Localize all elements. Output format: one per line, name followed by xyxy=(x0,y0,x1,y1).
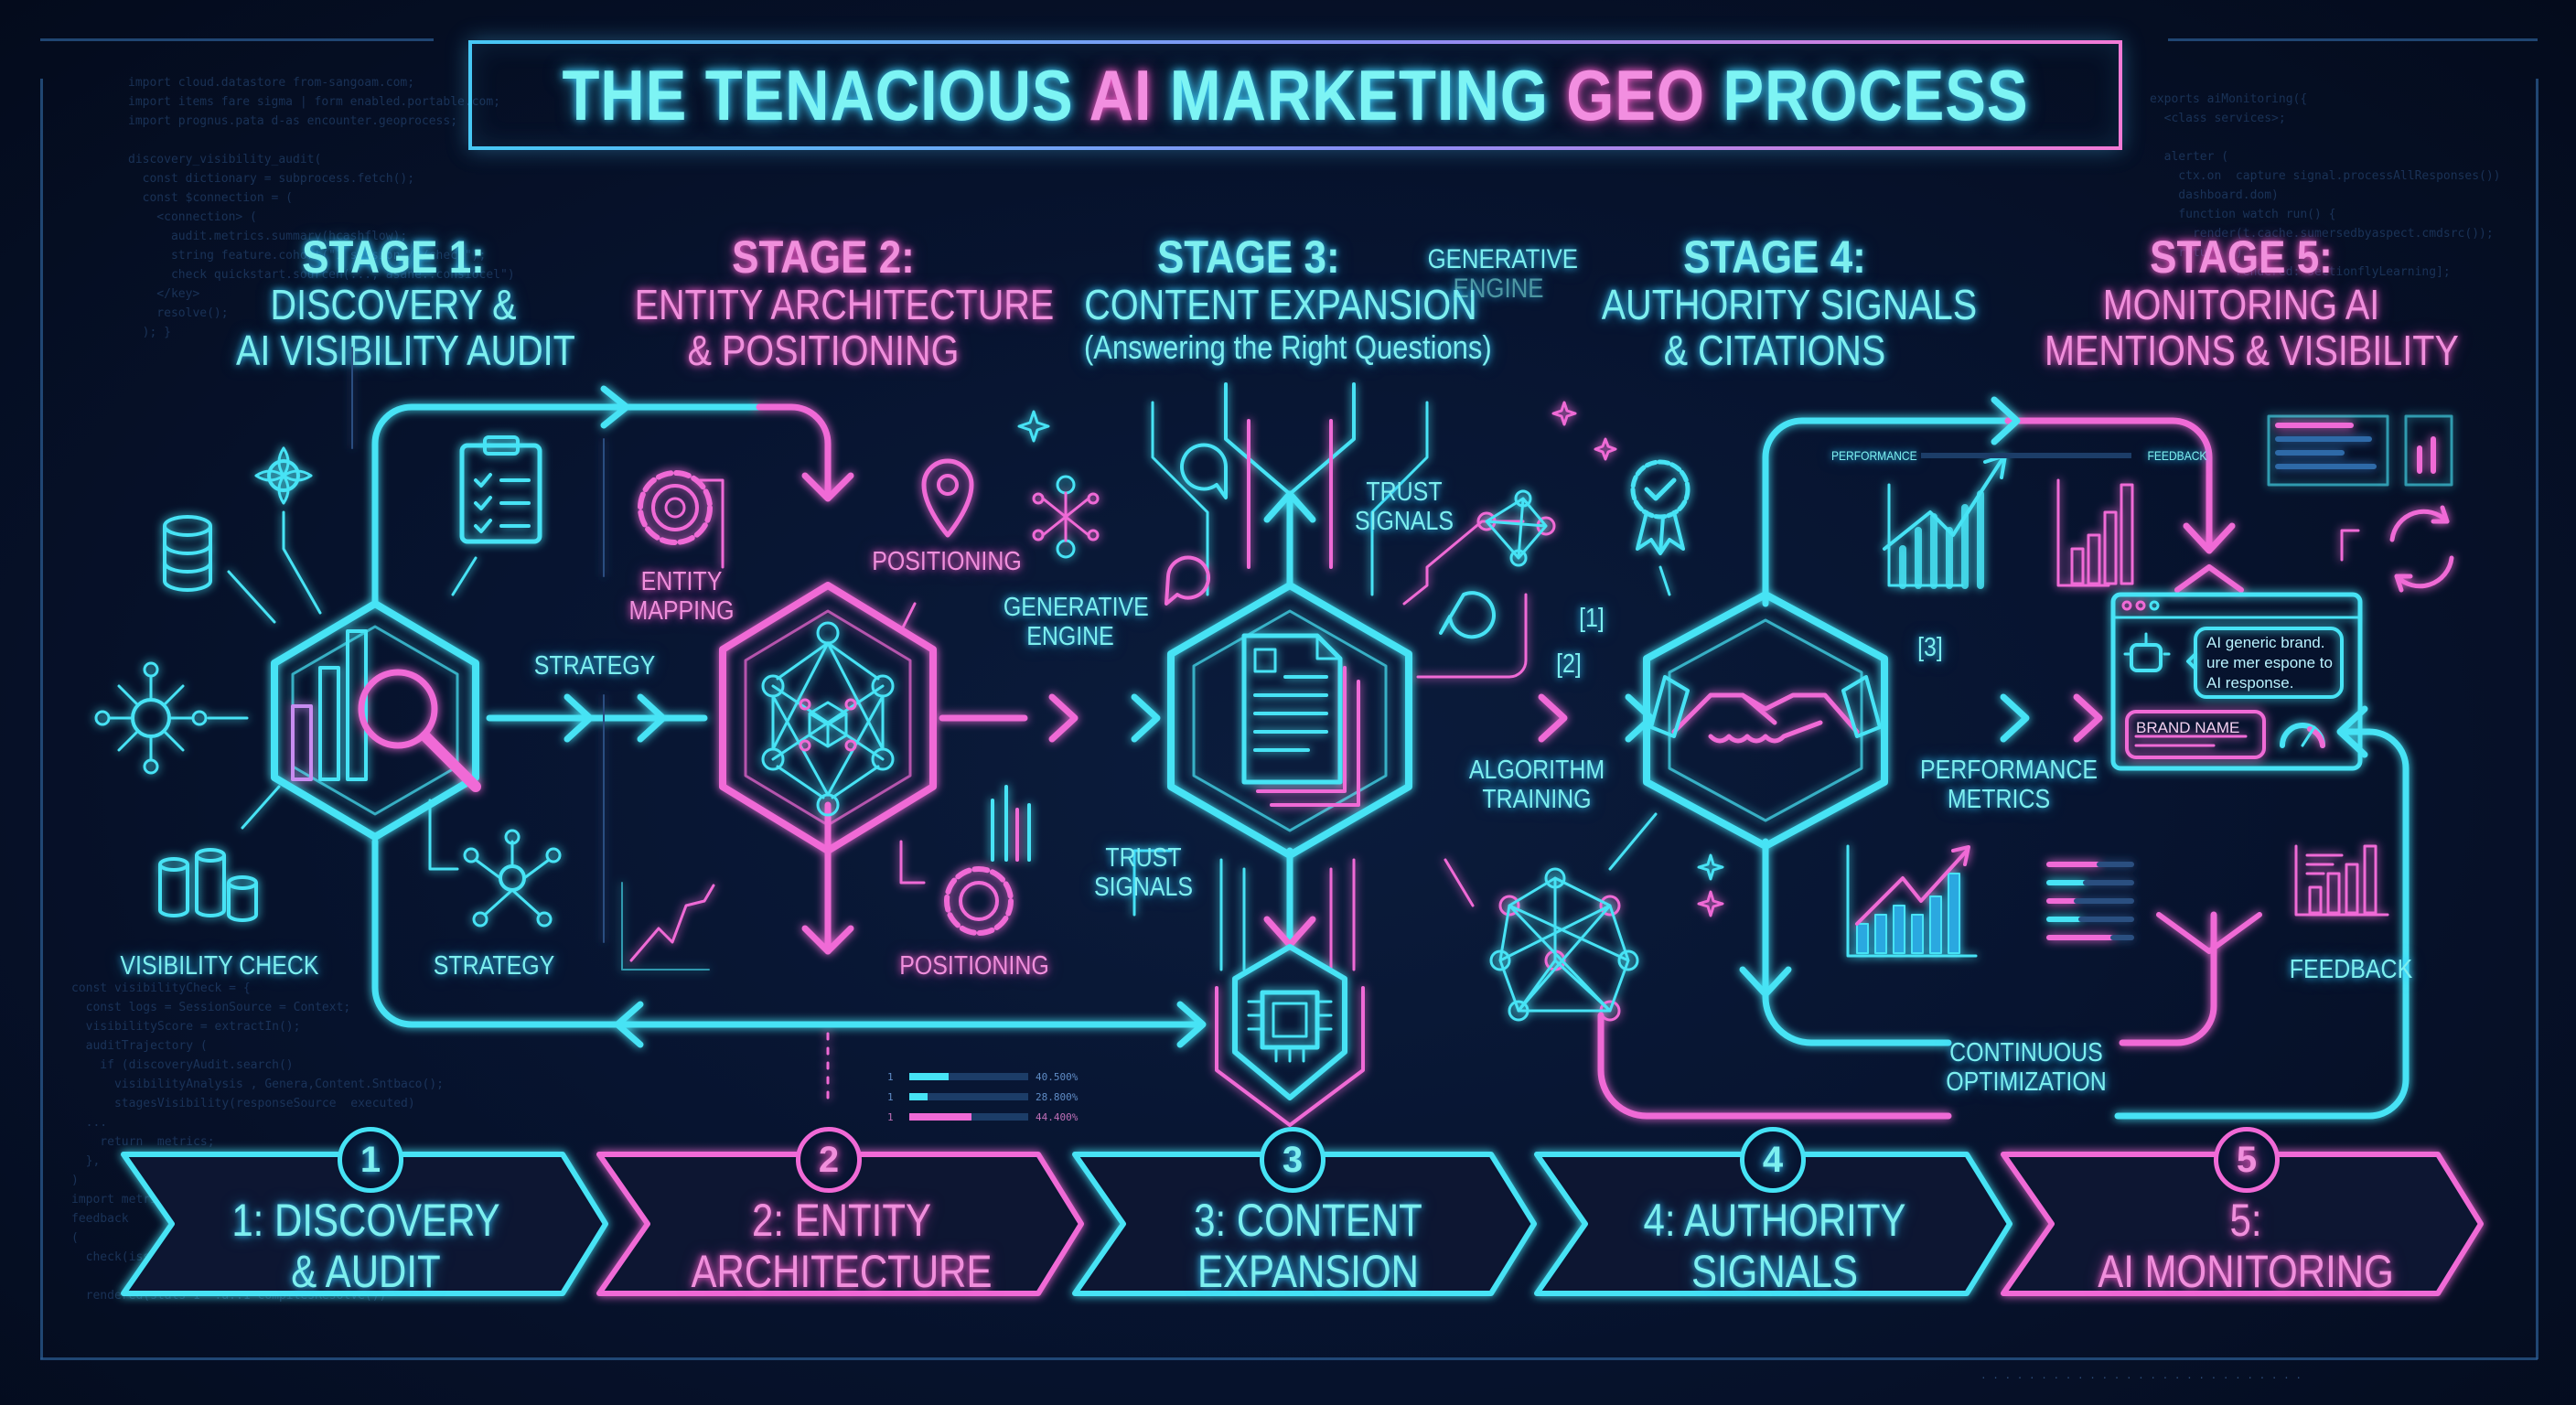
step-3-badge: 3 xyxy=(1260,1127,1326,1193)
step-1-chevron xyxy=(121,1152,608,1296)
positioning-label-top: POSITIONING xyxy=(872,547,1022,576)
stage-5-line-1: MONITORING AI xyxy=(2102,281,2380,328)
progress-row: 1 40.500% xyxy=(887,1070,1079,1083)
feedback-label: FEEDBACK xyxy=(2289,955,2413,984)
step-5-label: 5:AI MONITORING xyxy=(2098,1195,2394,1297)
stage-5-line-2: MENTIONS & VISIBILITY xyxy=(2045,327,2459,374)
stage-3-line-1: CONTENT EXPANSION xyxy=(1084,281,1477,328)
stage-1-header: STAGE 1: DISCOVERY & AI VISIBILITY AUDIT xyxy=(210,232,576,373)
footer-fine-print: · · · · · · · · · · · · · · · · · · · · … xyxy=(1980,1372,2302,1384)
stage-3-header: STAGE 3: CONTENT EXPANSION (Answering th… xyxy=(1052,232,1509,368)
frame-top-left xyxy=(40,38,434,41)
title-highlight-geo: GEO xyxy=(1566,54,1705,135)
entity-mapping-label: ENTITY MAPPING xyxy=(628,567,735,626)
step-4-chevron xyxy=(1534,1152,2012,1296)
step-2-chevron xyxy=(596,1152,1084,1296)
feedback-bar-label: FEEDBACK xyxy=(2147,448,2207,463)
frame-top-right xyxy=(2168,38,2538,41)
step-5-badge: 5 xyxy=(2214,1127,2280,1193)
positioning-label-bottom: POSITIONING xyxy=(899,951,1049,981)
stage-4-line-1: AUTHORITY SIGNALS xyxy=(1601,281,1978,328)
step-3-chevron xyxy=(1072,1152,1537,1296)
frame-left xyxy=(40,79,43,1359)
stage-3-subtitle: (Answering the Right Questions) xyxy=(1084,328,1492,366)
title-highlight-ai: AI xyxy=(1089,54,1153,135)
stage-3-number: STAGE 3: xyxy=(1156,231,1340,283)
performance-feedback-bar xyxy=(1921,453,2131,458)
generative-engine-label-middle: GENERATIVE ENGINE xyxy=(1003,593,1149,651)
stage-4-number: STAGE 4: xyxy=(1683,231,1866,283)
title-part-3: MARKETING xyxy=(1152,54,1567,135)
progress-row: 1 28.800% xyxy=(887,1090,1079,1103)
visibility-check-label: VISIBILITY CHECK xyxy=(120,951,319,981)
performance-metrics-label: PERFORMANCE METRICS xyxy=(1920,756,2098,814)
ai-chat-bubble: AI generic brand. ure mer espone to AI r… xyxy=(2206,634,2333,692)
stage-4-header: STAGE 4: AUTHORITY SIGNALS & CITATIONS xyxy=(1573,231,1978,374)
stage-1-number: STAGE 1: xyxy=(302,231,485,283)
background-code-right: exports aiMonitoring({ <class services>;… xyxy=(2150,92,2501,279)
stage-2-number: STAGE 2: xyxy=(732,231,915,283)
performance-bar-label: PERFORMANCE xyxy=(1831,448,1917,463)
continuous-optimization-label: CONTINUOUS OPTIMIZATION xyxy=(1946,1038,2107,1097)
stage-5-number: STAGE 5: xyxy=(2150,231,2333,283)
frame-bottom xyxy=(40,1357,2538,1360)
citation-3: [3] xyxy=(1917,633,1943,662)
stage-4-line-2: & CITATIONS xyxy=(1663,327,1886,374)
step-1-badge: 1 xyxy=(338,1127,403,1193)
stage-1-line-1: DISCOVERY & xyxy=(270,281,517,328)
stage-2-header: STAGE 2: ENTITY ARCHITECTURE & POSITIONI… xyxy=(604,231,1055,374)
trust-signals-label-top: TRUST SIGNALS xyxy=(1354,477,1454,536)
stage-2-line-2: & POSITIONING xyxy=(687,327,960,374)
title-part-1: THE TENACIOUS xyxy=(562,54,1089,135)
title-part-5: PROCESS xyxy=(1704,54,2029,135)
stage-2-line-1: ENTITY ARCHITECTURE xyxy=(634,281,1055,328)
background-code-bottom: const visibilityCheck = { const logs = S… xyxy=(71,981,444,1303)
strategy-label-bottom: STRATEGY xyxy=(433,951,555,981)
loop-top-1 xyxy=(371,403,763,607)
brand-name-field[interactable]: BRAND NAME xyxy=(2136,719,2240,736)
strategy-label-middle: STRATEGY xyxy=(533,651,656,681)
progress-row: 1 44.400% xyxy=(887,1110,1079,1123)
citation-1: [1] xyxy=(1579,604,1605,633)
algorithm-training-label: ALGORITHM TRAINING xyxy=(1468,756,1605,814)
step-2-badge: 2 xyxy=(796,1127,862,1193)
step-5-chevron xyxy=(2001,1152,2484,1296)
step-1[interactable]: 1: DISCOVERY& AUDIT xyxy=(123,1154,608,1297)
frame-right xyxy=(2536,79,2538,1359)
background-code-left: import cloud.datastore from-sangoam.com;… xyxy=(128,76,515,339)
page-title: THE TENACIOUS AI MARKETING GEO PROCESS xyxy=(563,54,2029,137)
step-4-badge: 4 xyxy=(1740,1127,1806,1193)
citation-2: [2] xyxy=(1556,649,1582,679)
stage-5-header: STAGE 5: MONITORING AI MENTIONS & VISIBI… xyxy=(2012,232,2470,373)
trust-signals-label-bottom: TRUST SIGNALS xyxy=(1093,843,1194,902)
progress-stats: 1 40.500% 1 28.800% 1 44.400% xyxy=(887,1068,1107,1125)
stage-1-line-2: AI VISIBILITY AUDIT xyxy=(236,327,575,374)
step-5[interactable]: 5:AI MONITORING xyxy=(2003,1154,2488,1297)
title-banner: THE TENACIOUS AI MARKETING GEO PROCESS xyxy=(468,40,2122,150)
generative-engine-top-label: GENERATIVE ENGINE xyxy=(1427,244,1578,304)
step-1-label: 1: DISCOVERY& AUDIT xyxy=(231,1195,500,1297)
